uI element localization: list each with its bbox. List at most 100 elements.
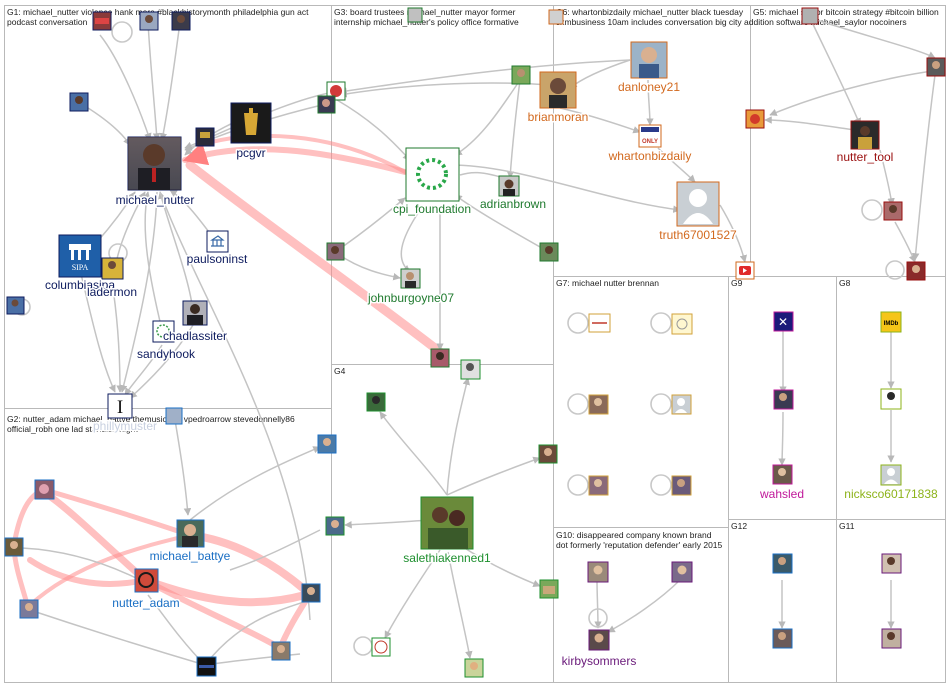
node-g10-b[interactable]: [671, 561, 693, 583]
node-g4-avatar-g[interactable]: [464, 658, 484, 678]
node-g4-avatar-a[interactable]: [366, 392, 386, 412]
node-salethiakenned1[interactable]: [420, 496, 474, 550]
label-whartonbizdaily: whartonbizdaily: [608, 149, 692, 163]
node-g9-x-logo[interactable]: ✕: [773, 311, 794, 332]
node-g4-avatar-f[interactable]: [371, 637, 391, 657]
node-g5-avatar-e[interactable]: [801, 7, 819, 25]
imdb-logo-text: IMDb: [884, 321, 899, 327]
node-cpi-foundation[interactable]: [405, 147, 460, 202]
node-michael-nutter[interactable]: [127, 136, 182, 191]
group-title-g5: G5: michael saylor bitcoin strategy #bit…: [753, 7, 939, 17]
node-g7-c[interactable]: [588, 394, 609, 415]
node-truth67001527[interactable]: [676, 181, 720, 227]
node-g9-avatar[interactable]: [773, 389, 794, 410]
node-g2-avatar-h[interactable]: [165, 407, 183, 425]
node-g7-a[interactable]: [588, 313, 611, 333]
node-g1-avatar-b[interactable]: [139, 11, 159, 31]
node-g8-avatar[interactable]: [880, 388, 902, 410]
node-g2-avatar-g[interactable]: [196, 656, 217, 677]
group-title-g4: G4: [334, 366, 346, 376]
node-g4-avatar-b[interactable]: [460, 359, 481, 380]
node-g2-avatar-e[interactable]: [301, 583, 321, 603]
node-g11-b[interactable]: [881, 628, 902, 649]
node-g1-avatar-a[interactable]: [92, 11, 112, 31]
edge-red: [141, 576, 309, 607]
edge-red: [44, 491, 149, 584]
node-danloney21[interactable]: [630, 41, 668, 79]
node-g5-avatar-c[interactable]: [883, 201, 903, 221]
node-g3-avatar-f[interactable]: [430, 348, 450, 368]
node-g5-avatar-a[interactable]: [745, 109, 765, 129]
label-wahsled: wahsled: [759, 487, 804, 501]
label-chadlassiter: chadlassiter: [163, 329, 227, 343]
group-title-g9: G9: [731, 278, 743, 288]
node-columbiasipa[interactable]: SIPA: [58, 234, 102, 278]
node-g5-avatar-b[interactable]: [926, 57, 946, 77]
group-title-g2-line1: G2: nutter_adam michael_battye themusict…: [7, 414, 295, 424]
node-pcgvr[interactable]: [230, 102, 272, 144]
node-g12-a[interactable]: [772, 553, 793, 574]
node-g8-imdb[interactable]: IMDb: [880, 311, 902, 333]
node-g6-youtube[interactable]: [735, 261, 755, 280]
node-whartonbizdaily[interactable]: ONLY: [638, 124, 662, 148]
node-wahsled[interactable]: [772, 464, 793, 485]
node-g10-a[interactable]: [587, 561, 609, 583]
node-g2-avatar-c[interactable]: [19, 599, 39, 619]
node-phillymuster[interactable]: I: [107, 393, 133, 419]
node-chadlassiter[interactable]: [182, 300, 208, 326]
edge-red: [28, 533, 192, 607]
node-adrianbrown[interactable]: [498, 175, 520, 197]
node-g2-avatar-f[interactable]: [271, 641, 291, 661]
node-g2-avatar-a[interactable]: [34, 479, 55, 500]
edges-strong: [11, 133, 445, 651]
node-g1-edge-avatar[interactable]: [6, 296, 25, 315]
node-g3-avatar-d[interactable]: [326, 242, 345, 261]
node-ladermon[interactable]: [101, 257, 124, 280]
label-columbiasipa: columbiasipa: [45, 278, 115, 292]
label-ladermon: ladermon: [87, 285, 137, 299]
node-g3-avatar-c[interactable]: [511, 65, 531, 85]
node-g3-avatar-g[interactable]: [407, 7, 423, 23]
node-sandyhook[interactable]: [152, 320, 175, 343]
node-g7-e[interactable]: [588, 475, 609, 496]
node-nutter-adam[interactable]: [134, 568, 159, 593]
node-g7-f[interactable]: [671, 475, 692, 496]
group-title-g2-line2: official_robh one lad standish night: [7, 424, 138, 434]
label-michael-nutter: michael_nutter: [116, 193, 195, 207]
group-box-g5: [750, 5, 946, 277]
node-g2-avatar-b[interactable]: [4, 537, 24, 557]
svg-text:✕: ✕: [778, 315, 788, 329]
sipa-logo-text: SIPA: [72, 263, 89, 272]
node-labels: michael_nutter pcgvr columbiasipa laderm…: [43, 79, 939, 670]
node-g7-d[interactable]: [671, 394, 692, 415]
node-g1-small-dark[interactable]: [195, 127, 215, 147]
node-g4-avatar-d[interactable]: [325, 516, 345, 536]
label-paulsoninst: paulsoninst: [187, 252, 248, 266]
node-g4-avatar-c[interactable]: [538, 444, 558, 464]
node-g2-avatar-d[interactable]: [317, 434, 337, 454]
label-michael-battye: michael_battye: [150, 549, 231, 563]
node-g7-b[interactable]: [671, 313, 693, 335]
node-brianmoran[interactable]: [539, 71, 577, 109]
node-g12-b[interactable]: [772, 628, 793, 649]
group-title-g10-line2: dot formerly 'reputation defender' early…: [556, 540, 723, 550]
node-nutter-tool[interactable]: [850, 120, 880, 150]
node-nicksco60171838[interactable]: [880, 464, 902, 486]
node-g1-avatar-c[interactable]: [171, 11, 191, 31]
edge-red: [11, 545, 31, 610]
group-title-g6-line1: G6: whartonbizdaily michael_nutter black…: [556, 7, 744, 17]
node-g5-avatar-d[interactable]: [906, 261, 926, 281]
node-g6-avatar-a[interactable]: [548, 9, 564, 25]
node-g3-avatar-e[interactable]: [539, 242, 559, 262]
node-g4-avatar-e[interactable]: [539, 579, 559, 599]
edge-red: [42, 487, 193, 538]
node-michael-battye[interactable]: [176, 519, 205, 548]
whartonbiz-badge-text: ONLY: [642, 139, 658, 145]
node-g3-avatar-b[interactable]: [317, 95, 336, 114]
node-g11-a[interactable]: [881, 553, 902, 574]
node-kirbysommers[interactable]: [588, 629, 610, 651]
node-g1-avatar-d[interactable]: [69, 92, 89, 112]
node-johnburgoyne07[interactable]: [400, 268, 421, 289]
node-paulsoninst[interactable]: [206, 230, 229, 253]
edge-red: [185, 160, 445, 357]
